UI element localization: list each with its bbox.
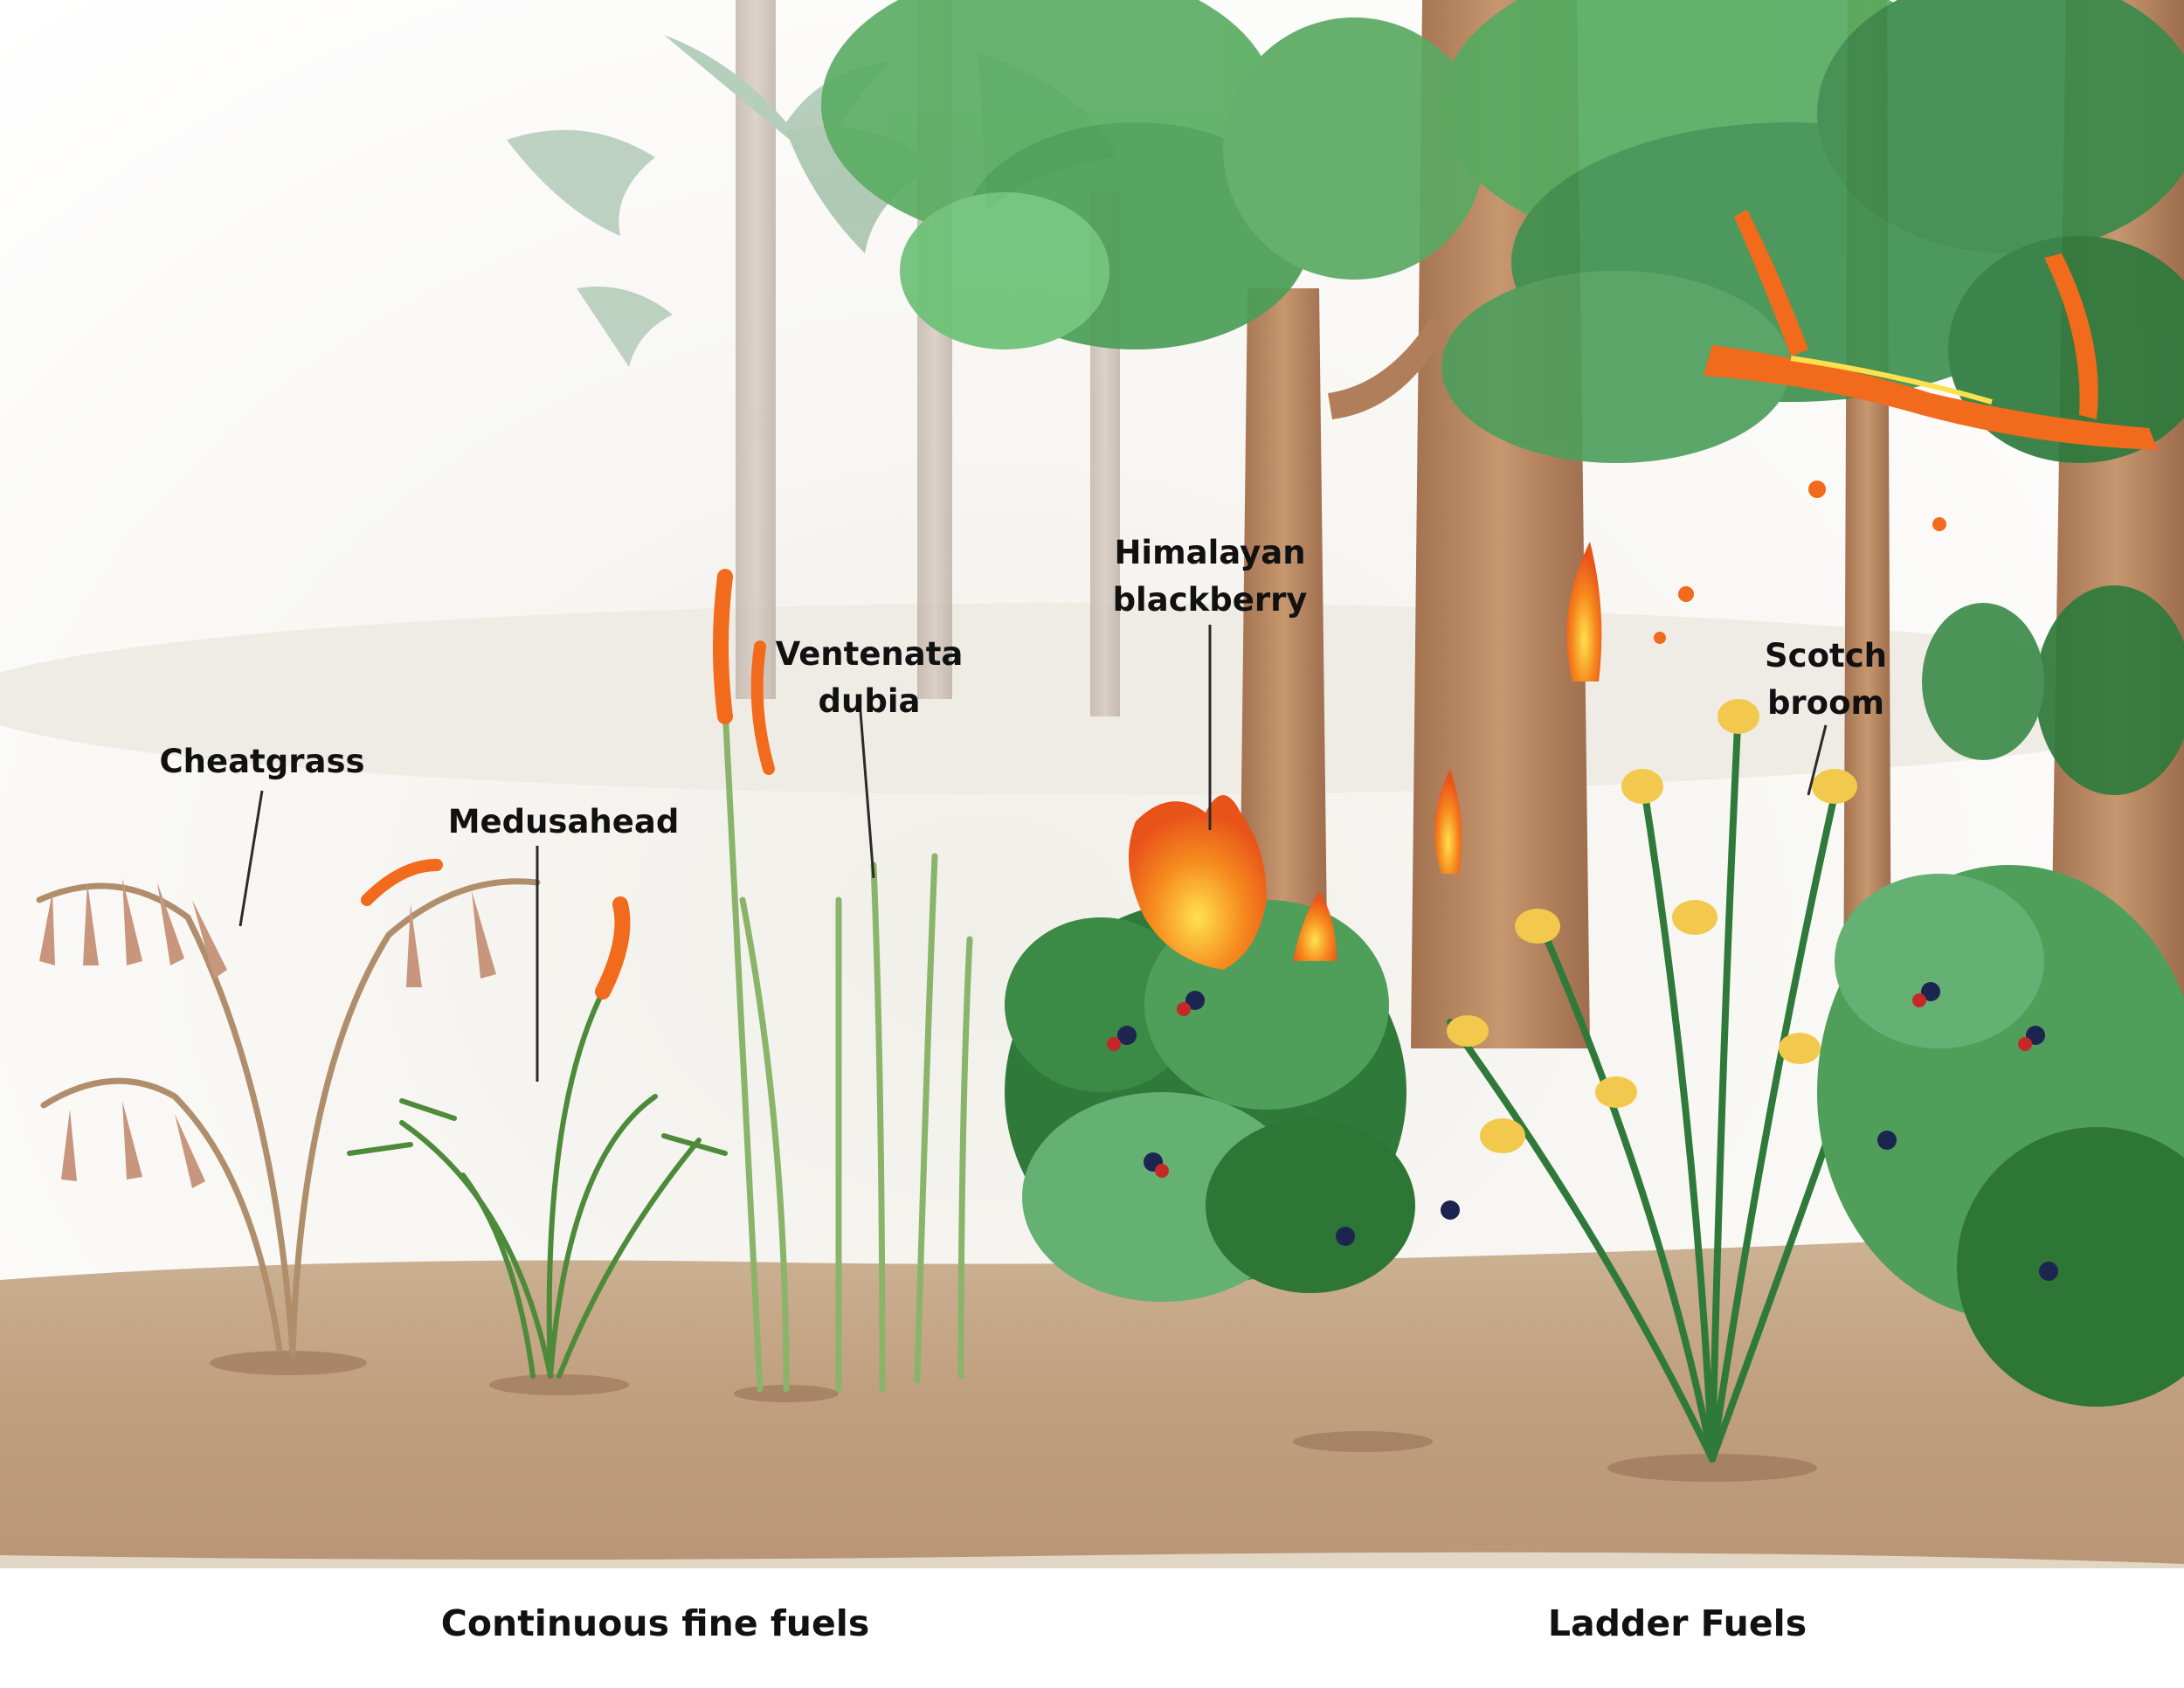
medusahead-label-text: Medusahead [447,803,680,841]
broom-label-line1: Scotch [1765,637,1887,675]
continuous-fine-fuels-caption: Continuous fine fuels [367,1599,943,1648]
blackberry-right-clump [1817,865,2184,1407]
medusahead-label: Medusahead [424,799,703,846]
blackberry-label-line1: Himalayan [1114,534,1306,571]
cheatgrass-label-text: Cheatgrass [159,743,365,780]
ventenata-callout-line [859,711,875,879]
canopy-fire [1654,210,2158,644]
ventenata-label-line1: Ventenata [775,635,964,673]
ground-bottom-edge [0,1568,2184,1688]
broom-label-line2: broom [1766,684,1885,722]
himalayan-blackberry-label: Himalayan blackberry [1088,529,1332,624]
broom-callout-line [1807,724,1828,796]
blackberry-label-line2: blackberry [1112,581,1308,619]
ventenata-dubia-label: Ventenata dubia [747,631,992,725]
medusahead-plant [347,859,728,1379]
cheatgrass-plant [36,878,541,1358]
blackberry-flames [1129,795,1267,970]
ladder-fuels-caption: Ladder Fuels [1433,1599,1922,1648]
scotch-broom-label: Scotch broom [1738,633,1913,727]
ventenata-dubia-plant [713,569,973,1393]
callout-lines [238,625,1828,1082]
left-caption-text: Continuous fine fuels [440,1602,870,1644]
canopy [821,0,2184,795]
cheatgrass-callout-line [238,790,264,927]
right-caption-text: Ladder Fuels [1547,1602,1807,1644]
ventenata-label-line2: dubia [818,682,921,720]
cheatgrass-label: Cheatgrass [140,738,384,785]
